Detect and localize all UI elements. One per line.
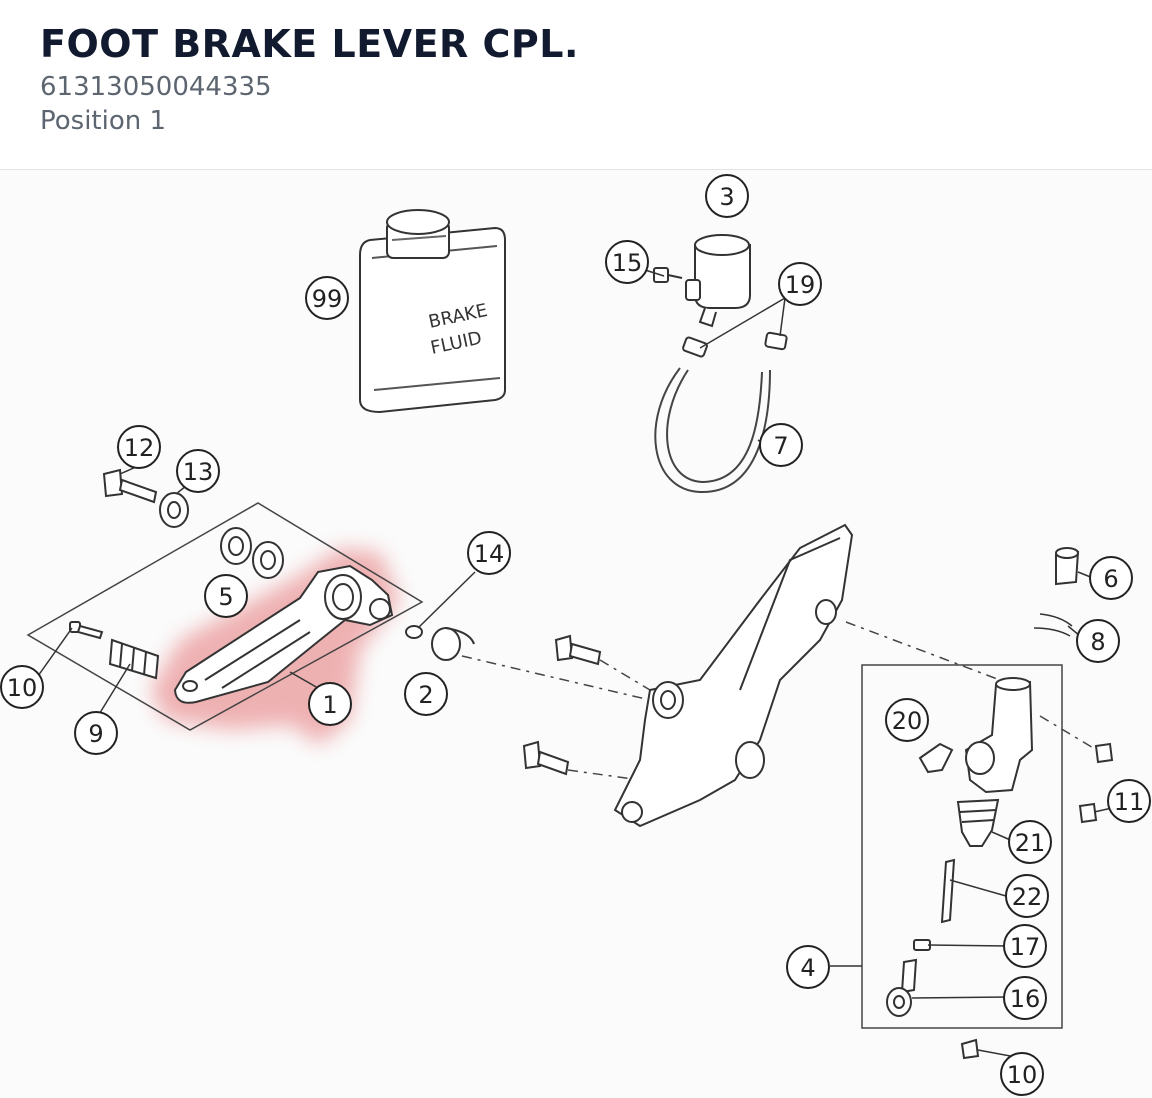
- callout-7-label: 7: [773, 432, 788, 460]
- callout-19-label: 19: [785, 271, 816, 299]
- callout-1-label: 1: [322, 691, 337, 719]
- bearings[interactable]: [220, 527, 284, 579]
- lever-small-bolt[interactable]: [69, 621, 104, 640]
- master-cylinder-group-frame: [861, 664, 1063, 1029]
- callout-10-cylinder[interactable]: 10: [1000, 1052, 1044, 1096]
- dust-boot[interactable]: [956, 798, 1000, 847]
- callout-1[interactable]: 1: [308, 682, 352, 726]
- callout-14[interactable]: 14: [467, 531, 511, 575]
- assembly-axis-lines: [461, 621, 1101, 781]
- exploded-parts-diagram[interactable]: BRAKE FLUID: [0, 170, 1152, 1098]
- callout-3[interactable]: 3: [705, 174, 749, 218]
- callout-4[interactable]: 4: [786, 945, 830, 989]
- callout-9-label: 9: [88, 720, 103, 748]
- callout-8-label: 8: [1090, 628, 1105, 656]
- callout-3-label: 3: [719, 183, 734, 211]
- callout-99[interactable]: 99: [305, 276, 349, 320]
- master-cylinder[interactable]: [964, 677, 1034, 794]
- return-spring[interactable]: [431, 627, 475, 661]
- callout-5-label: 5: [218, 583, 233, 611]
- pivot-bolt[interactable]: [102, 468, 158, 504]
- part-title: FOOT BRAKE LEVER CPL.: [40, 22, 579, 66]
- callout-15[interactable]: 15: [605, 240, 649, 284]
- brake-hose[interactable]: [654, 367, 771, 494]
- callout-12-label: 12: [124, 434, 155, 462]
- bracket-bolts[interactable]: [522, 634, 602, 776]
- part-header: FOOT BRAKE LEVER CPL. 61313050044335 Pos…: [0, 0, 1152, 170]
- callout-12[interactable]: 12: [117, 425, 161, 469]
- callout-13[interactable]: 13: [176, 449, 220, 493]
- callout-17-label: 17: [1010, 933, 1041, 961]
- hose-clamp[interactable]: [682, 331, 788, 358]
- reservoir-screw[interactable]: [653, 267, 683, 283]
- push-rod[interactable]: [940, 858, 956, 924]
- callout-15-label: 15: [612, 249, 643, 277]
- position-label: Position 1: [40, 106, 167, 136]
- mounting-bolts-right[interactable]: [960, 742, 1114, 1060]
- callout-10-cylinder-label: 10: [1007, 1061, 1038, 1089]
- callout-99-label: 99: [312, 285, 343, 313]
- callout-11-label: 11: [1114, 788, 1145, 816]
- washer[interactable]: [405, 625, 423, 639]
- callout-16[interactable]: 16: [1003, 976, 1047, 1020]
- foot-brake-lever[interactable]: [173, 564, 394, 704]
- cap-part[interactable]: [1055, 547, 1080, 586]
- callout-22[interactable]: 22: [1005, 874, 1049, 918]
- footpeg-rubber[interactable]: [108, 638, 160, 680]
- footrest-bracket[interactable]: [613, 523, 854, 828]
- rod-nut[interactable]: [913, 939, 931, 951]
- callout-11[interactable]: 11: [1107, 779, 1151, 823]
- lever-group-frame: [26, 502, 424, 731]
- callout-21[interactable]: 21: [1008, 820, 1052, 864]
- callout-7[interactable]: 7: [759, 423, 803, 467]
- callout-9[interactable]: 9: [74, 711, 118, 755]
- brake-fluid-reservoir[interactable]: [685, 234, 751, 328]
- callout-17[interactable]: 17: [1003, 924, 1047, 968]
- callout-6-label: 6: [1103, 565, 1118, 593]
- callout-4-label: 4: [800, 954, 815, 982]
- callout-2-label: 2: [418, 681, 433, 709]
- callout-6[interactable]: 6: [1089, 556, 1133, 600]
- callout-22-label: 22: [1012, 883, 1043, 911]
- callout-16-label: 16: [1010, 985, 1041, 1013]
- brake-fluid-can[interactable]: BRAKE FLUID: [359, 209, 506, 414]
- callout-10-lever-label: 10: [7, 674, 38, 702]
- callout-21-label: 21: [1015, 829, 1046, 857]
- clevis[interactable]: [886, 958, 918, 1017]
- part-number: 61313050044335: [40, 72, 272, 102]
- callout-14-label: 14: [474, 540, 505, 568]
- callout-8[interactable]: 8: [1076, 619, 1120, 663]
- callout-19[interactable]: 19: [778, 262, 822, 306]
- callout-2[interactable]: 2: [404, 672, 448, 716]
- pivot-washer[interactable]: [159, 492, 189, 528]
- banjo-fitting[interactable]: [918, 742, 954, 774]
- split-pin[interactable]: [1033, 613, 1073, 637]
- callout-10-lever[interactable]: 10: [0, 665, 44, 709]
- callout-13-label: 13: [183, 458, 214, 486]
- callout-20[interactable]: 20: [885, 698, 929, 742]
- diagram-svg: BRAKE FLUID: [0, 174, 1151, 1096]
- callout-20-label: 20: [892, 707, 923, 735]
- callout-5[interactable]: 5: [204, 574, 248, 618]
